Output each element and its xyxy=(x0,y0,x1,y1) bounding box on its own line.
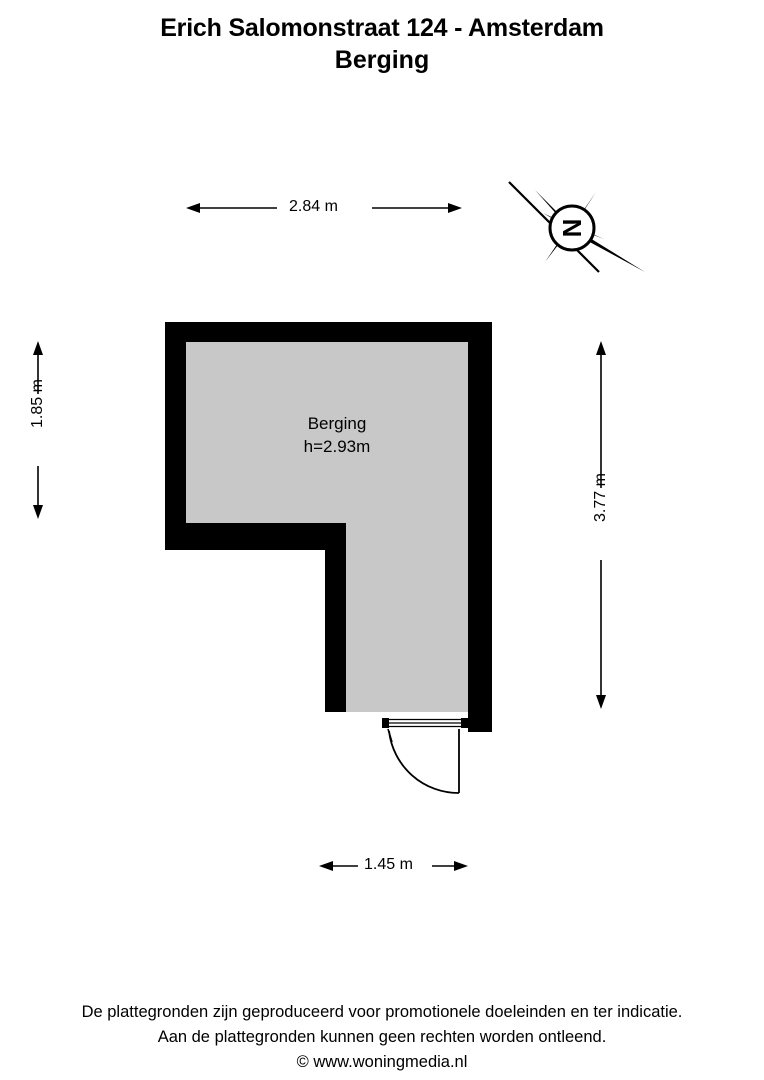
room-floor-area xyxy=(186,342,468,712)
compass-rose-north-icon: N xyxy=(508,181,645,273)
compass-north-letter: N xyxy=(557,219,587,238)
dimension-right xyxy=(596,341,606,709)
room-name: Berging xyxy=(307,414,367,433)
page-title-address: Erich Salomonstraat 124 - Amsterdam xyxy=(160,14,604,42)
dimension-left xyxy=(33,341,43,519)
page-title: Erich Salomonstraat 124 - Amsterdam Berg… xyxy=(0,12,764,76)
dimension-top xyxy=(186,203,462,213)
dimension-bottom-label: 1.45 m xyxy=(364,856,413,873)
footer-line-1: De plattegronden zijn geproduceerd voor … xyxy=(81,1003,683,1021)
dimension-right-label: 3.77 m xyxy=(592,473,609,522)
room-height: h=2.93m xyxy=(303,437,371,456)
dimension-top-label: 2.84 m xyxy=(289,198,338,215)
footer-line-3: © www.woningmedia.nl xyxy=(296,1053,468,1071)
dimension-left-label: 1.85 m xyxy=(29,379,46,428)
page-title-subtitle: Berging xyxy=(334,46,430,74)
footer-disclaimer: De plattegronden zijn geproduceerd voor … xyxy=(0,1000,764,1075)
room-label: Berging h=2.93m xyxy=(237,412,437,458)
floor-plan-drawing: N xyxy=(33,181,645,871)
door-swing-icon xyxy=(382,712,468,794)
dimension-bottom xyxy=(319,861,468,871)
footer-line-2: Aan de plattegronden kunnen geen rechten… xyxy=(157,1028,607,1046)
